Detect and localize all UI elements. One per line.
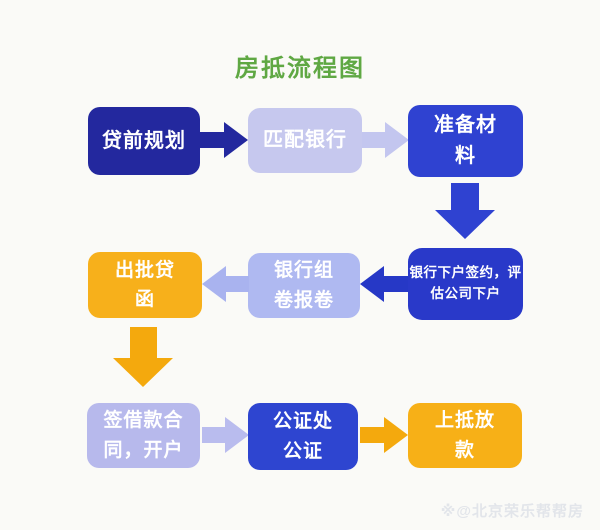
arrow-signing-to-filing-icon xyxy=(360,266,408,302)
node-pre-loan-planning: 贷前规划 xyxy=(88,107,200,175)
arrow-contract-to-notary-icon xyxy=(202,417,249,453)
page-title: 房抵流程图 xyxy=(235,55,365,82)
node-sign-loan-contract: 签借款合 同，开户 xyxy=(87,403,200,468)
arrow-match-to-prepare-icon xyxy=(362,122,409,158)
arrow-approval-to-contract-icon xyxy=(113,327,173,389)
node-bank-file-submission: 银行组 卷报卷 xyxy=(248,253,360,318)
node-bank-visit-signing: 银行下户签约，评 估公司下户 xyxy=(408,248,523,320)
node-match-bank: 匹配银行 xyxy=(248,108,362,173)
arrow-prepare-to-signing-icon xyxy=(435,183,495,239)
arrow-filing-to-approval-icon xyxy=(202,266,249,302)
node-approval-letter: 出批贷 函 xyxy=(88,252,202,318)
arrow-planning-to-match-icon xyxy=(198,122,248,158)
node-prepare-materials: 准备材 料 xyxy=(408,105,523,177)
node-notarization: 公证处 公证 xyxy=(248,403,358,470)
node-mortgage-disbursement: 上抵放 款 xyxy=(408,403,522,468)
watermark: ※@北京荣乐帮帮房 xyxy=(440,503,584,520)
arrow-notary-to-disbursement-icon xyxy=(360,417,408,453)
